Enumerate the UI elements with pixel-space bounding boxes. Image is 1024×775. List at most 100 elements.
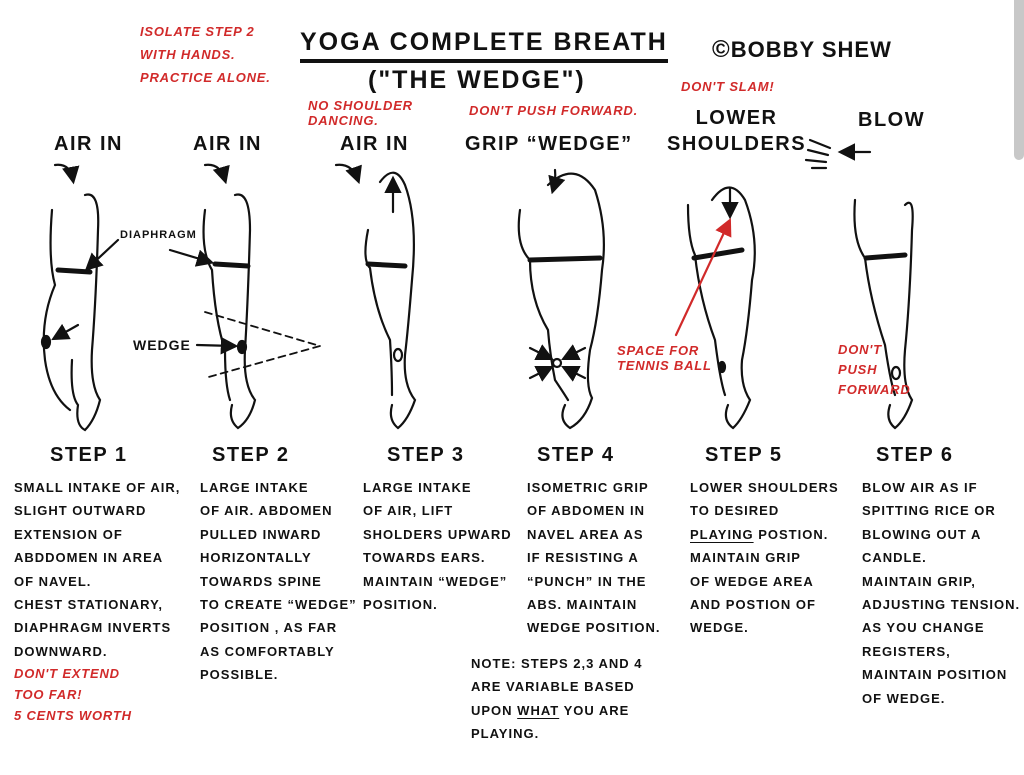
note-line: ISOLATE STEP 2 [140, 24, 255, 39]
text-line: DIAPHRAGM INVERTS [14, 620, 172, 636]
text-line: DOWNWARD. [14, 643, 108, 659]
dont-push-note: DON'T PUSH FORWARD. [469, 103, 638, 118]
figure-step-1 [40, 163, 120, 432]
diaphragm-label: DIAPHRAGM [120, 229, 197, 241]
note-line: FORWARD [838, 382, 911, 397]
text-line: CANDLE. [862, 550, 927, 566]
author-name: BOBBY SHEW [730, 37, 892, 62]
text-line: WEDGE POSITION. [527, 620, 661, 636]
text-line: AS COMFORTABLY [200, 643, 335, 659]
underlined-word: PLAYING [690, 526, 754, 542]
text-line: WEDGE. [690, 620, 749, 636]
text-line: MAINTAIN GRIP [690, 550, 801, 566]
text-line: MAINTAIN GRIP, [862, 573, 976, 589]
step-4-title: STEP 4 [537, 444, 615, 466]
figures-illustration [40, 138, 914, 432]
text-line: HORIZONTALLY [200, 550, 312, 566]
text-line: ISOMETRIC GRIP [527, 480, 649, 495]
dont-slam-note: DON'T SLAM! [681, 79, 775, 94]
no-shoulder-note: NO SHOULDER DANCING. [308, 98, 413, 128]
text-line: OF ABDOMEN IN [527, 503, 645, 519]
text-line: OF NAVEL. [14, 573, 92, 589]
header-line: LOWER [695, 107, 778, 129]
note-line: SPACE FOR [617, 343, 700, 358]
step-1-title: STEP 1 [50, 444, 128, 466]
text-line: IF RESISTING A [527, 550, 639, 566]
text-line: NOTE: STEPS 2,3 AND 4 [471, 656, 643, 671]
step-6-title: STEP 6 [876, 444, 954, 466]
text-line: POSITION , AS FAR [200, 620, 338, 636]
text-line: SMALL INTAKE OF AIR, [14, 480, 181, 495]
text-line: OF WEDGE. [862, 690, 946, 706]
note-line: WITH HANDS. [140, 47, 236, 62]
text-line: BLOW AIR AS IF [862, 480, 978, 495]
figure-step-2 [168, 163, 324, 430]
text-line: EXTENSION OF [14, 526, 123, 542]
figure-header-1: AIR IN [54, 133, 123, 155]
text-line: AS YOU CHANGE [862, 620, 985, 636]
wedge-label: WEDGE [133, 337, 191, 353]
figure-header-6: BLOW [858, 109, 926, 131]
text-line: ARE VARIABLE BASED [471, 679, 635, 695]
text-line: OF AIR, LIFT [363, 503, 454, 519]
page-title: YOGA COMPLETE BREATH [300, 28, 668, 63]
text-line: ABS. MAINTAIN [527, 597, 638, 613]
figure-header-4: GRIP “WEDGE” [465, 133, 633, 155]
step-3-title: STEP 3 [387, 444, 465, 466]
text-line: AND POSTION OF [690, 597, 816, 613]
text-line: TO DESIRED [690, 503, 780, 519]
note-line: TENNIS BALL [617, 358, 712, 373]
text-line: POSSIBLE. [200, 667, 279, 683]
text-line: DON'T EXTEND [14, 666, 120, 682]
text-line: MAINTAIN POSITION [862, 667, 1008, 683]
text-line: LARGE INTAKE [200, 480, 309, 495]
step-3-description: LARGE INTAKE OF AIR, LIFT SHOLDERS UPWAR… [363, 476, 512, 616]
note-line: DANCING. [308, 113, 379, 128]
tennis-ball-note: SPACE FOR TENNIS BALL [617, 343, 712, 373]
figure-header-2: AIR IN [193, 133, 262, 155]
step-4-description: ISOMETRIC GRIP OF ABDOMEN IN NAVEL AREA … [527, 476, 660, 640]
figure-step-6 [853, 198, 914, 430]
figure-step-3 [334, 163, 417, 430]
text-fragment: YOU ARE [559, 702, 630, 718]
text-line: “PUNCH” IN THE [527, 573, 647, 589]
figure-step-4 [517, 168, 605, 430]
text-line: NAVEL AREA AS [527, 526, 644, 542]
text-line: OF AIR. ABDOMEN [200, 503, 333, 519]
step-2-title: STEP 2 [212, 444, 290, 466]
step-6-description: BLOW AIR AS IF SPITTING RICE OR BLOWING … [862, 476, 1020, 710]
text-fragment: POSTION. [753, 526, 829, 542]
page-subtitle: ("THE WEDGE") [368, 66, 586, 94]
text-line: OF WEDGE AREA [690, 573, 814, 589]
text-line: ABDDOMEN IN AREA [14, 550, 164, 566]
scrollbar[interactable] [1014, 0, 1024, 160]
text-line: TO CREATE “WEDGE” [200, 597, 357, 613]
copyright-icon: © [712, 36, 731, 63]
note-line: PRACTICE ALONE. [140, 70, 271, 85]
text-line: SHOLDERS UPWARD [363, 526, 512, 542]
header-line: SHOULDERS [667, 133, 807, 155]
author-credit: ©BOBBY SHEW [712, 36, 892, 64]
dont-push-forward-note: DON'T PUSH FORWARD [838, 340, 911, 400]
text-line: PLAYING POSTION. [690, 523, 839, 546]
note-line: PUSH [838, 362, 878, 377]
figure-step-5 [674, 138, 872, 430]
step-1-warning: DON'T EXTEND TOO FAR! 5 CENTS WORTH [14, 663, 180, 726]
text-fragment: UPON [471, 702, 518, 718]
text-line: 5 CENTS WORTH [14, 708, 132, 724]
text-line: SLIGHT OUTWARD [14, 503, 147, 519]
text-line: CHEST STATIONARY, [14, 597, 163, 613]
figure-header-5: LOWER SHOULDERS [667, 105, 806, 157]
note-line: NO SHOULDER [308, 98, 413, 113]
text-line: TOWARDS SPINE [200, 573, 322, 589]
text-line: PULLED INWARD [200, 526, 322, 542]
underlined-word: WHAT [517, 702, 560, 718]
text-line: BLOWING OUT A [862, 526, 982, 542]
step-2-description: LARGE INTAKE OF AIR. ABDOMEN PULLED INWA… [200, 476, 357, 687]
text-line: POSITION. [363, 597, 438, 613]
text-line: PLAYING. [471, 726, 540, 742]
step-5-description: LOWER SHOULDERS TO DESIRED PLAYING POSTI… [690, 476, 839, 640]
text-line: ADJUSTING TENSION. [862, 597, 1021, 613]
text-line: UPON WHAT YOU ARE [471, 699, 643, 722]
text-line: TOWARDS EARS. [363, 550, 486, 566]
